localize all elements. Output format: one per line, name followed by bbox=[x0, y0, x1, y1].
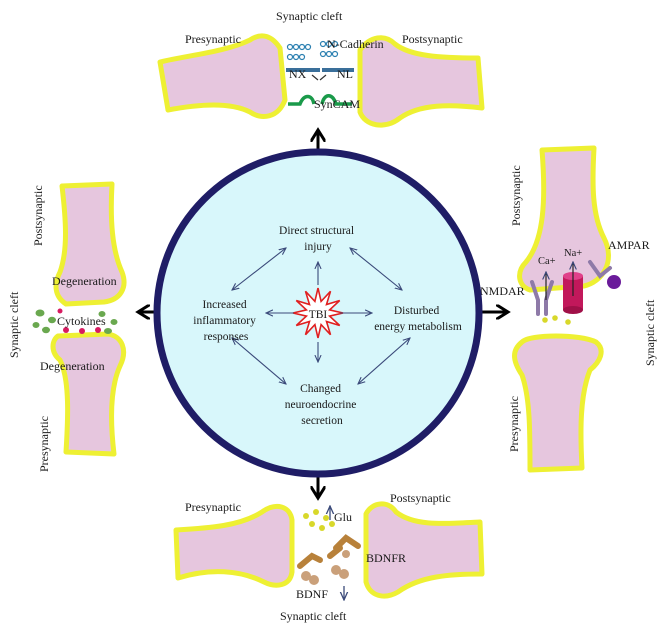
changed-neuroendocrine-secretion: Changed neuroendocrine secretion bbox=[285, 383, 359, 427]
syncam-molecule bbox=[288, 94, 352, 106]
n-cadherin-label: N-Cadherin bbox=[327, 37, 384, 51]
right-glutamate-dots bbox=[542, 315, 571, 325]
top-panel: Synaptic cleft Presynaptic Postsynaptic … bbox=[157, 9, 485, 128]
nx-nl-molecules bbox=[286, 68, 354, 81]
ca-label: Ca+ bbox=[538, 256, 556, 267]
bdnfr-label: BDNFR bbox=[366, 551, 406, 565]
glu-label: Glu bbox=[334, 510, 352, 524]
left-cytokines-label: Cytokines bbox=[57, 314, 106, 328]
bottom-postsynaptic-neuron bbox=[363, 501, 485, 599]
cytokine-dots bbox=[32, 308, 118, 334]
left-postsynaptic-label: Postsynaptic bbox=[31, 185, 45, 246]
n-cadherin-molecules bbox=[286, 40, 339, 61]
bottom-glutamate-dots bbox=[303, 509, 335, 531]
bottom-presynaptic-neuron bbox=[173, 503, 295, 588]
ampar-label: AMPAR bbox=[608, 238, 650, 252]
syncam-label: SynCAM bbox=[314, 97, 360, 111]
bottom-panel: Presynaptic Postsynaptic Glu BDNFR BDNF … bbox=[173, 491, 485, 623]
nl-label: NL bbox=[337, 67, 353, 81]
top-postsynaptic-label: Postsynaptic bbox=[402, 32, 463, 46]
increased-inflammatory-responses: Increased inflammatory responses bbox=[193, 299, 258, 343]
disturbed-energy-metabolism: Disturbed energy metabolism bbox=[374, 305, 462, 333]
left-degeneration-top: Degeneration bbox=[52, 274, 117, 288]
left-presynaptic-label: Presynaptic bbox=[37, 416, 51, 472]
top-postsynaptic-neuron bbox=[357, 35, 485, 128]
bdnfr-receptors bbox=[297, 534, 361, 569]
right-postsynaptic-neuron bbox=[517, 145, 611, 293]
ampar-receptor bbox=[588, 260, 621, 289]
right-presynaptic-label: Presynaptic bbox=[507, 396, 521, 452]
nx-label: NX bbox=[289, 67, 307, 81]
left-cleft-label: Synaptic cleft bbox=[7, 291, 21, 358]
top-presynaptic-neuron bbox=[157, 33, 288, 119]
left-presynaptic-neuron bbox=[50, 331, 126, 457]
top-cleft-label: Synaptic cleft bbox=[276, 9, 343, 23]
tbi-label: TBI bbox=[309, 309, 328, 321]
left-postsynaptic-neuron bbox=[53, 181, 127, 307]
top-presynaptic-label: Presynaptic bbox=[185, 32, 241, 46]
bottom-cleft-label: Synaptic cleft bbox=[280, 609, 347, 623]
tbi-star-icon bbox=[292, 287, 344, 339]
bdnf-molecules bbox=[301, 550, 350, 585]
right-cleft-label: Synaptic cleft bbox=[643, 299, 657, 366]
left-panel: Degeneration Cytokines Degeneration Post… bbox=[7, 181, 127, 472]
bottom-postsynaptic-label: Postsynaptic bbox=[390, 491, 451, 505]
direct-structural-injury: Direct structural injury bbox=[279, 225, 357, 253]
right-presynaptic-neuron bbox=[512, 333, 604, 473]
bottom-presynaptic-label: Presynaptic bbox=[185, 500, 241, 514]
nmdar-label: NMDAR bbox=[480, 284, 525, 298]
right-postsynaptic-label: Postsynaptic bbox=[509, 165, 523, 226]
center-arrows bbox=[232, 248, 410, 384]
left-degeneration-bottom: Degeneration bbox=[40, 359, 105, 373]
na-channel bbox=[563, 272, 583, 314]
na-label: Na+ bbox=[564, 248, 582, 259]
bdnf-label: BDNF bbox=[296, 587, 328, 601]
right-panel: Ca+ Na+ NMDAR AMPAR Postsynaptic Synapti… bbox=[480, 145, 657, 473]
